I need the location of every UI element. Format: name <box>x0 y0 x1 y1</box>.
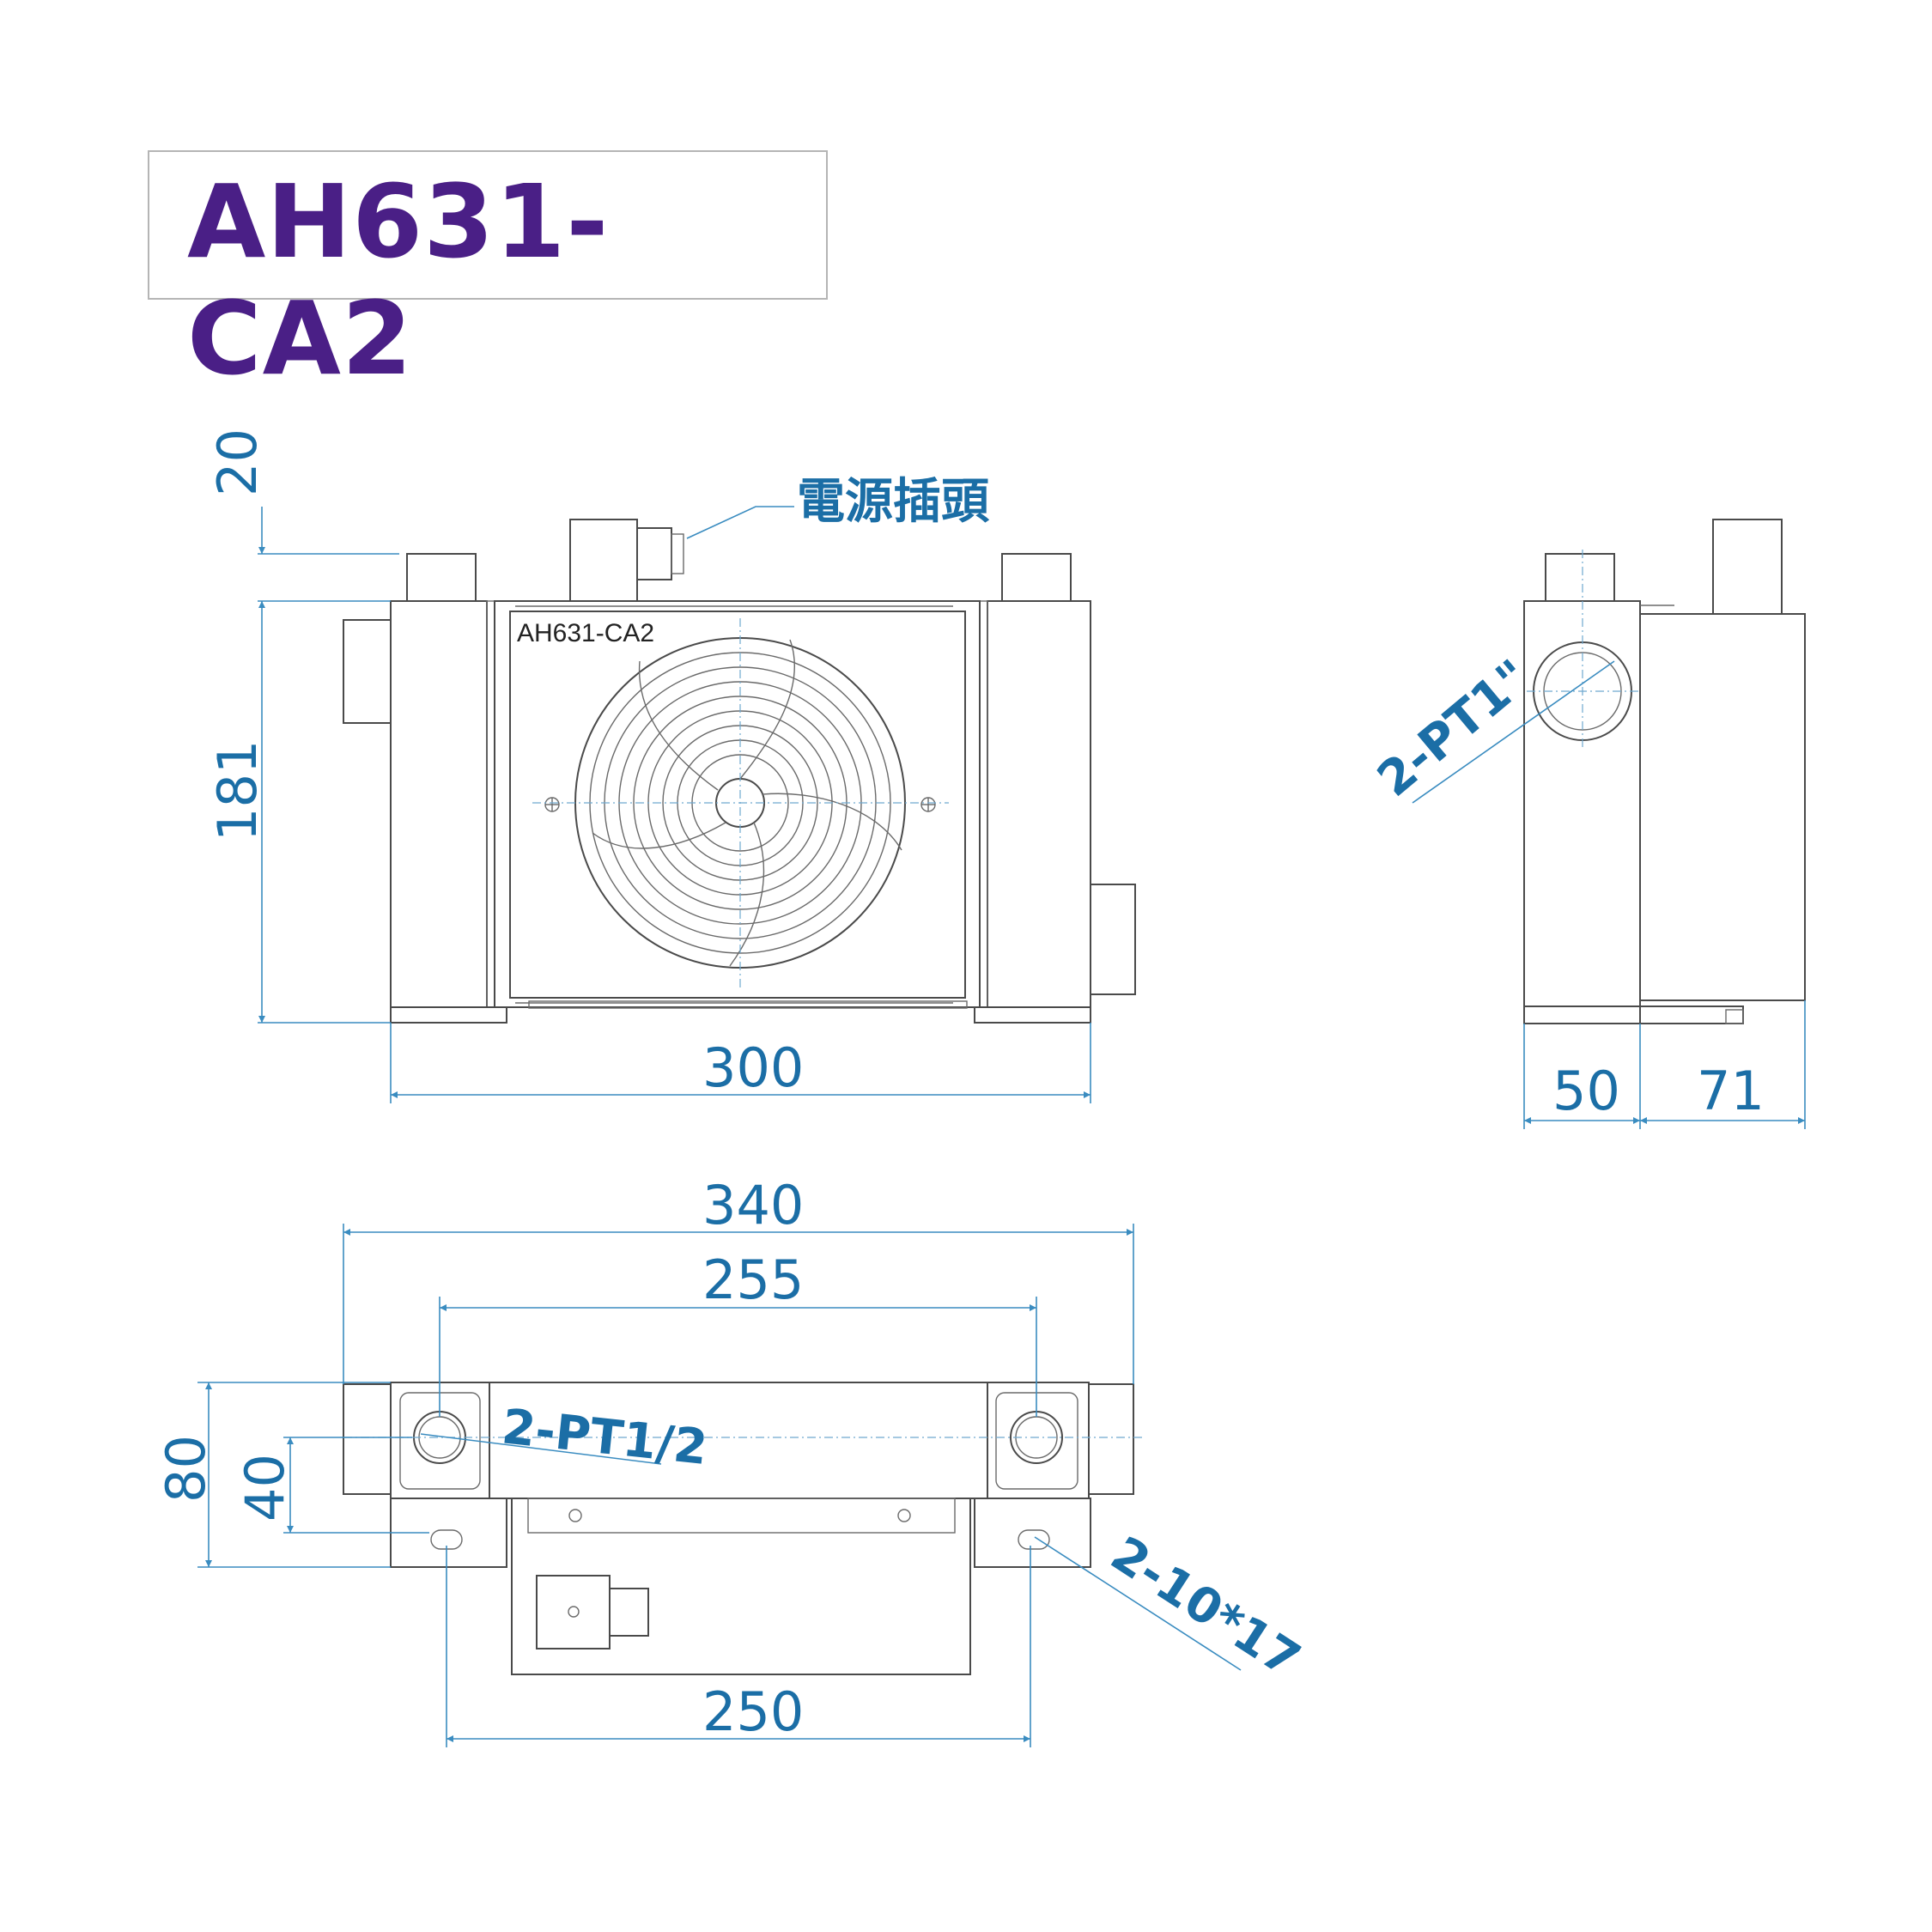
top-power-plug <box>536 1575 611 1649</box>
power-plug-cap <box>636 527 672 580</box>
side-port-label: 2-PT1" <box>1367 649 1540 808</box>
dim-depth: 80 <box>155 1435 217 1503</box>
right-end-tank <box>987 600 1091 1008</box>
dim-mount-spacing: 250 <box>702 1680 804 1743</box>
top-port-label: 2-PT1/2 <box>500 1399 710 1476</box>
top-left-port <box>413 1411 466 1464</box>
dim-width: 300 <box>702 1036 804 1099</box>
right-foot <box>974 1006 1091 1024</box>
power-plug-label: 電源插頭 <box>797 474 990 530</box>
power-plug-body <box>569 519 638 602</box>
front-view: AH631-CA2 <box>343 519 1136 1024</box>
fan-housing <box>494 600 981 1008</box>
side-housing <box>1639 613 1806 1001</box>
top-right-tank <box>987 1382 1090 1499</box>
housing-model-label: AH631-CA2 <box>517 619 654 647</box>
left-end-tank <box>390 600 488 1008</box>
model-title: AH631-CA2 <box>187 162 610 398</box>
side-view <box>1523 519 1806 1024</box>
top-left-port-boss <box>343 1383 392 1495</box>
right-side-plate <box>979 600 988 1008</box>
right-mount-flange <box>974 1498 1091 1568</box>
dim-port-spacing: 255 <box>702 1249 804 1311</box>
side-top-cap <box>1545 553 1615 602</box>
left-top-cap <box>406 553 477 602</box>
right-port-boss <box>1090 884 1136 995</box>
left-side-plate <box>486 600 495 1008</box>
top-right-port-boss <box>1088 1383 1134 1495</box>
dim-height-top: 20 <box>206 428 269 496</box>
front-view-dimensions: 20 181 300 電源插頭 <box>206 428 1091 1103</box>
title-box: AH631-CA2 <box>148 150 828 397</box>
slot-label: 2-10*17 <box>1101 1526 1309 1688</box>
dim-depth-b: 71 <box>1697 1060 1765 1122</box>
dim-depth-a: 50 <box>1552 1060 1620 1122</box>
right-slot <box>1018 1529 1050 1550</box>
top-view <box>343 1382 1142 1675</box>
left-port-boss <box>343 619 392 724</box>
side-power-plug <box>1712 519 1783 615</box>
right-top-cap <box>1001 553 1072 602</box>
dim-port-offset: 40 <box>234 1454 296 1522</box>
side-view-dimensions: 50 71 2-PT1" <box>1367 649 1806 1129</box>
dim-height-body: 181 <box>206 740 269 841</box>
fan-frame <box>509 611 966 999</box>
left-foot <box>390 1006 507 1024</box>
top-view-dimensions: 340 255 250 80 40 2-PT1/2 2-10*17 <box>155 1174 1309 1747</box>
dim-overall-width: 340 <box>702 1174 804 1236</box>
